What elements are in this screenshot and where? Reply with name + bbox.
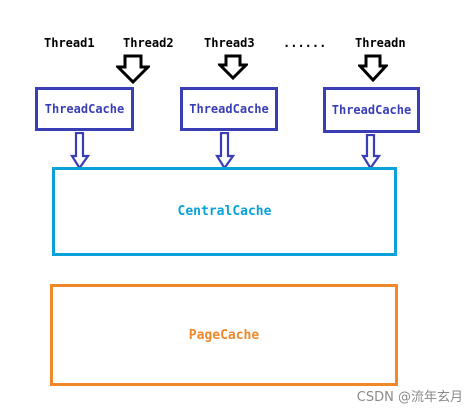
down-arrow-icon — [218, 54, 248, 80]
thread-label-1: Thread1 — [44, 36, 95, 50]
thread-cache-box-2: ThreadCache — [180, 87, 278, 131]
thread-label-2: Thread2 — [123, 36, 174, 50]
central-cache-label: CentralCache — [177, 204, 272, 219]
thread-label-3: Thread3 — [204, 36, 255, 50]
down-arrow-icon — [70, 132, 90, 170]
down-arrow-icon — [215, 132, 235, 170]
page-cache-label: PageCache — [188, 327, 260, 343]
thread-cache-box-3: ThreadCache — [323, 87, 420, 133]
page-cache-box: PageCache — [50, 284, 398, 386]
down-arrow-icon — [358, 54, 388, 82]
watermark: CSDN @流年玄月 — [356, 390, 463, 405]
thread-cache-box-1: ThreadCache — [35, 87, 134, 131]
thread-label-n: Threadn — [355, 36, 406, 50]
thread-ellipsis: ...... — [283, 36, 327, 50]
central-cache-box: CentralCache — [52, 167, 397, 256]
thread-cache-label: ThreadCache — [44, 102, 125, 116]
thread-cache-label: ThreadCache — [331, 103, 412, 117]
down-arrow-icon — [361, 134, 381, 170]
down-arrow-icon — [116, 54, 150, 84]
thread-cache-label: ThreadCache — [189, 102, 269, 116]
